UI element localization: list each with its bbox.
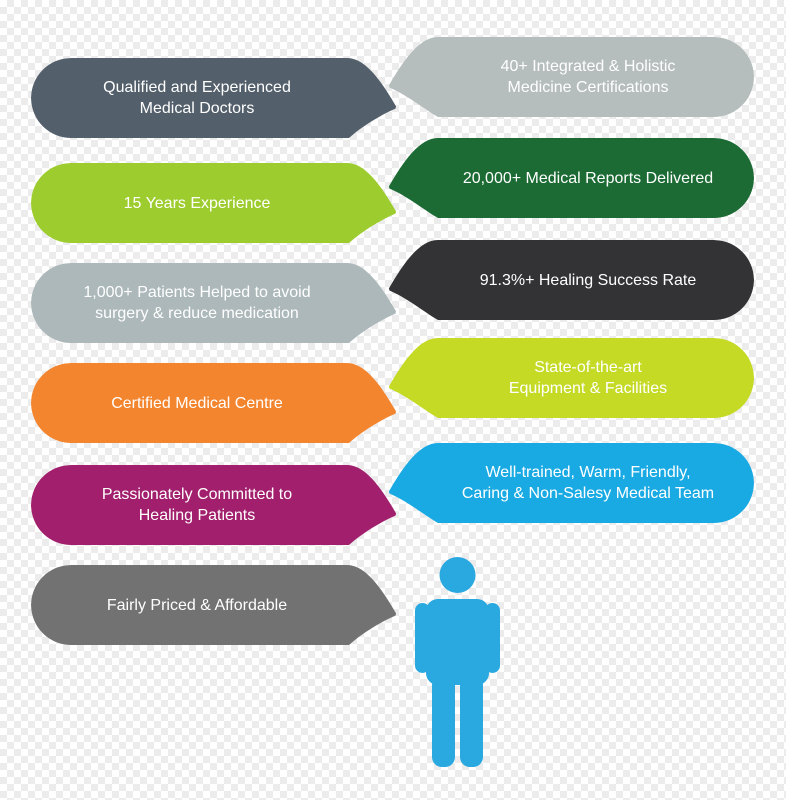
- bubble-years-experience: 15 Years Experience: [31, 163, 397, 243]
- bubble-committed-healing: Passionately Committed to Healing Patien…: [31, 465, 397, 545]
- bubble-medical-team: Well-trained, Warm, Friendly, Caring & N…: [388, 443, 754, 523]
- bubble-certified-centre: Certified Medical Centre: [31, 363, 397, 443]
- bubble-certifications: 40+ Integrated & Holistic Medicine Certi…: [388, 37, 754, 117]
- person-shape: [415, 557, 500, 767]
- bubble-reports-delivered: 20,000+ Medical Reports Delivered: [388, 138, 754, 218]
- bubble-qualified-doctors: Qualified and Experienced Medical Doctor…: [31, 58, 397, 138]
- bubble-success-rate: 91.3%+ Healing Success Rate: [388, 240, 754, 320]
- person-icon: [410, 555, 505, 770]
- bubble-fairly-priced: Fairly Priced & Affordable: [31, 565, 397, 645]
- bubble-patients-helped: 1,000+ Patients Helped to avoid surgery …: [31, 263, 397, 343]
- bubble-equipment-facilities: State-of-the-art Equipment & Facilities: [388, 338, 754, 418]
